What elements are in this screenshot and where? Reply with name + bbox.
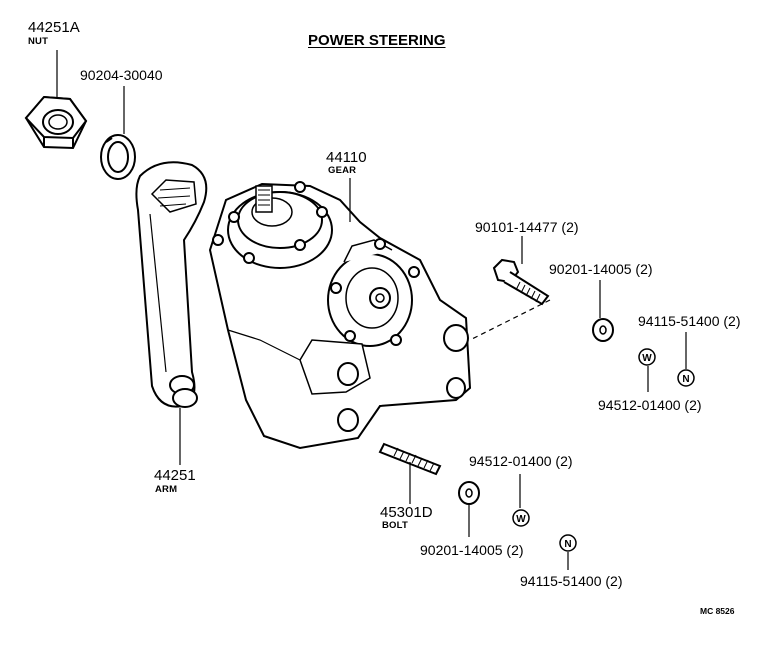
spring-washer-upper-qty: (2) bbox=[684, 397, 702, 413]
arm-drawing bbox=[135, 161, 208, 408]
nut-upper-symbol-circle bbox=[677, 369, 695, 387]
illustration-code: MC 8526 bbox=[700, 606, 735, 616]
gear-bolt-qty: (2) bbox=[561, 219, 579, 235]
washer-upper-qty: (2) bbox=[635, 261, 653, 277]
washer-upper-drawing bbox=[592, 318, 614, 342]
spring-washer-upper-symbol-circle bbox=[638, 348, 656, 366]
nut-lower-symbol-circle bbox=[559, 534, 577, 552]
nut-drawing bbox=[24, 95, 88, 150]
stud-bolt-part-number: 45301D bbox=[380, 504, 433, 521]
nut-lower-part-number: 94115-51400 (2) bbox=[520, 573, 623, 589]
nut-part-name: NUT bbox=[28, 36, 49, 47]
nut-part-number: 44251A bbox=[28, 19, 80, 36]
washer-lower-qty: (2) bbox=[506, 542, 524, 558]
lock-washer-part-number: 90204-30040 bbox=[80, 67, 163, 83]
washer-upper-part-number: 90201-14005 (2) bbox=[549, 261, 653, 277]
gear-drawing bbox=[208, 181, 472, 450]
washer-lower-drawing bbox=[458, 481, 480, 505]
nut-upper-part-number: 94115-51400 (2) bbox=[638, 313, 741, 329]
spring-washer-lower-qty: (2) bbox=[555, 453, 573, 469]
gear-part-number: 44110 bbox=[326, 149, 367, 166]
diagram-title: POWER STEERING bbox=[308, 32, 446, 49]
washer-lower-part-number: 90201-14005 (2) bbox=[420, 542, 524, 558]
gear-bolt-drawing bbox=[492, 258, 550, 306]
bolt-axis-line bbox=[469, 299, 551, 341]
stud-bolt-part-name: BOLT bbox=[382, 520, 408, 531]
spring-washer-lower-part-number: 94512-01400 (2) bbox=[469, 453, 573, 469]
arm-part-number: 44251 bbox=[154, 467, 196, 484]
arm-part-name: ARM bbox=[155, 484, 178, 495]
nut-upper-symbol: N bbox=[682, 374, 689, 385]
spring-washer-lower-symbol: W bbox=[516, 514, 526, 525]
spring-washer-upper-part-number: 94512-01400 (2) bbox=[598, 397, 702, 413]
spring-washer-upper-symbol: W bbox=[642, 353, 652, 364]
gear-bolt-part-number: 90101-14477 (2) bbox=[475, 219, 579, 235]
lock-washer-drawing bbox=[100, 134, 136, 180]
gear-part-name: GEAR bbox=[328, 165, 357, 176]
nut-upper-qty: (2) bbox=[723, 313, 741, 329]
spring-washer-lower-symbol-circle bbox=[512, 509, 530, 527]
nut-lower-symbol: N bbox=[564, 539, 571, 550]
stud-bolt-drawing bbox=[378, 442, 442, 476]
nut-lower-qty: (2) bbox=[605, 573, 623, 589]
